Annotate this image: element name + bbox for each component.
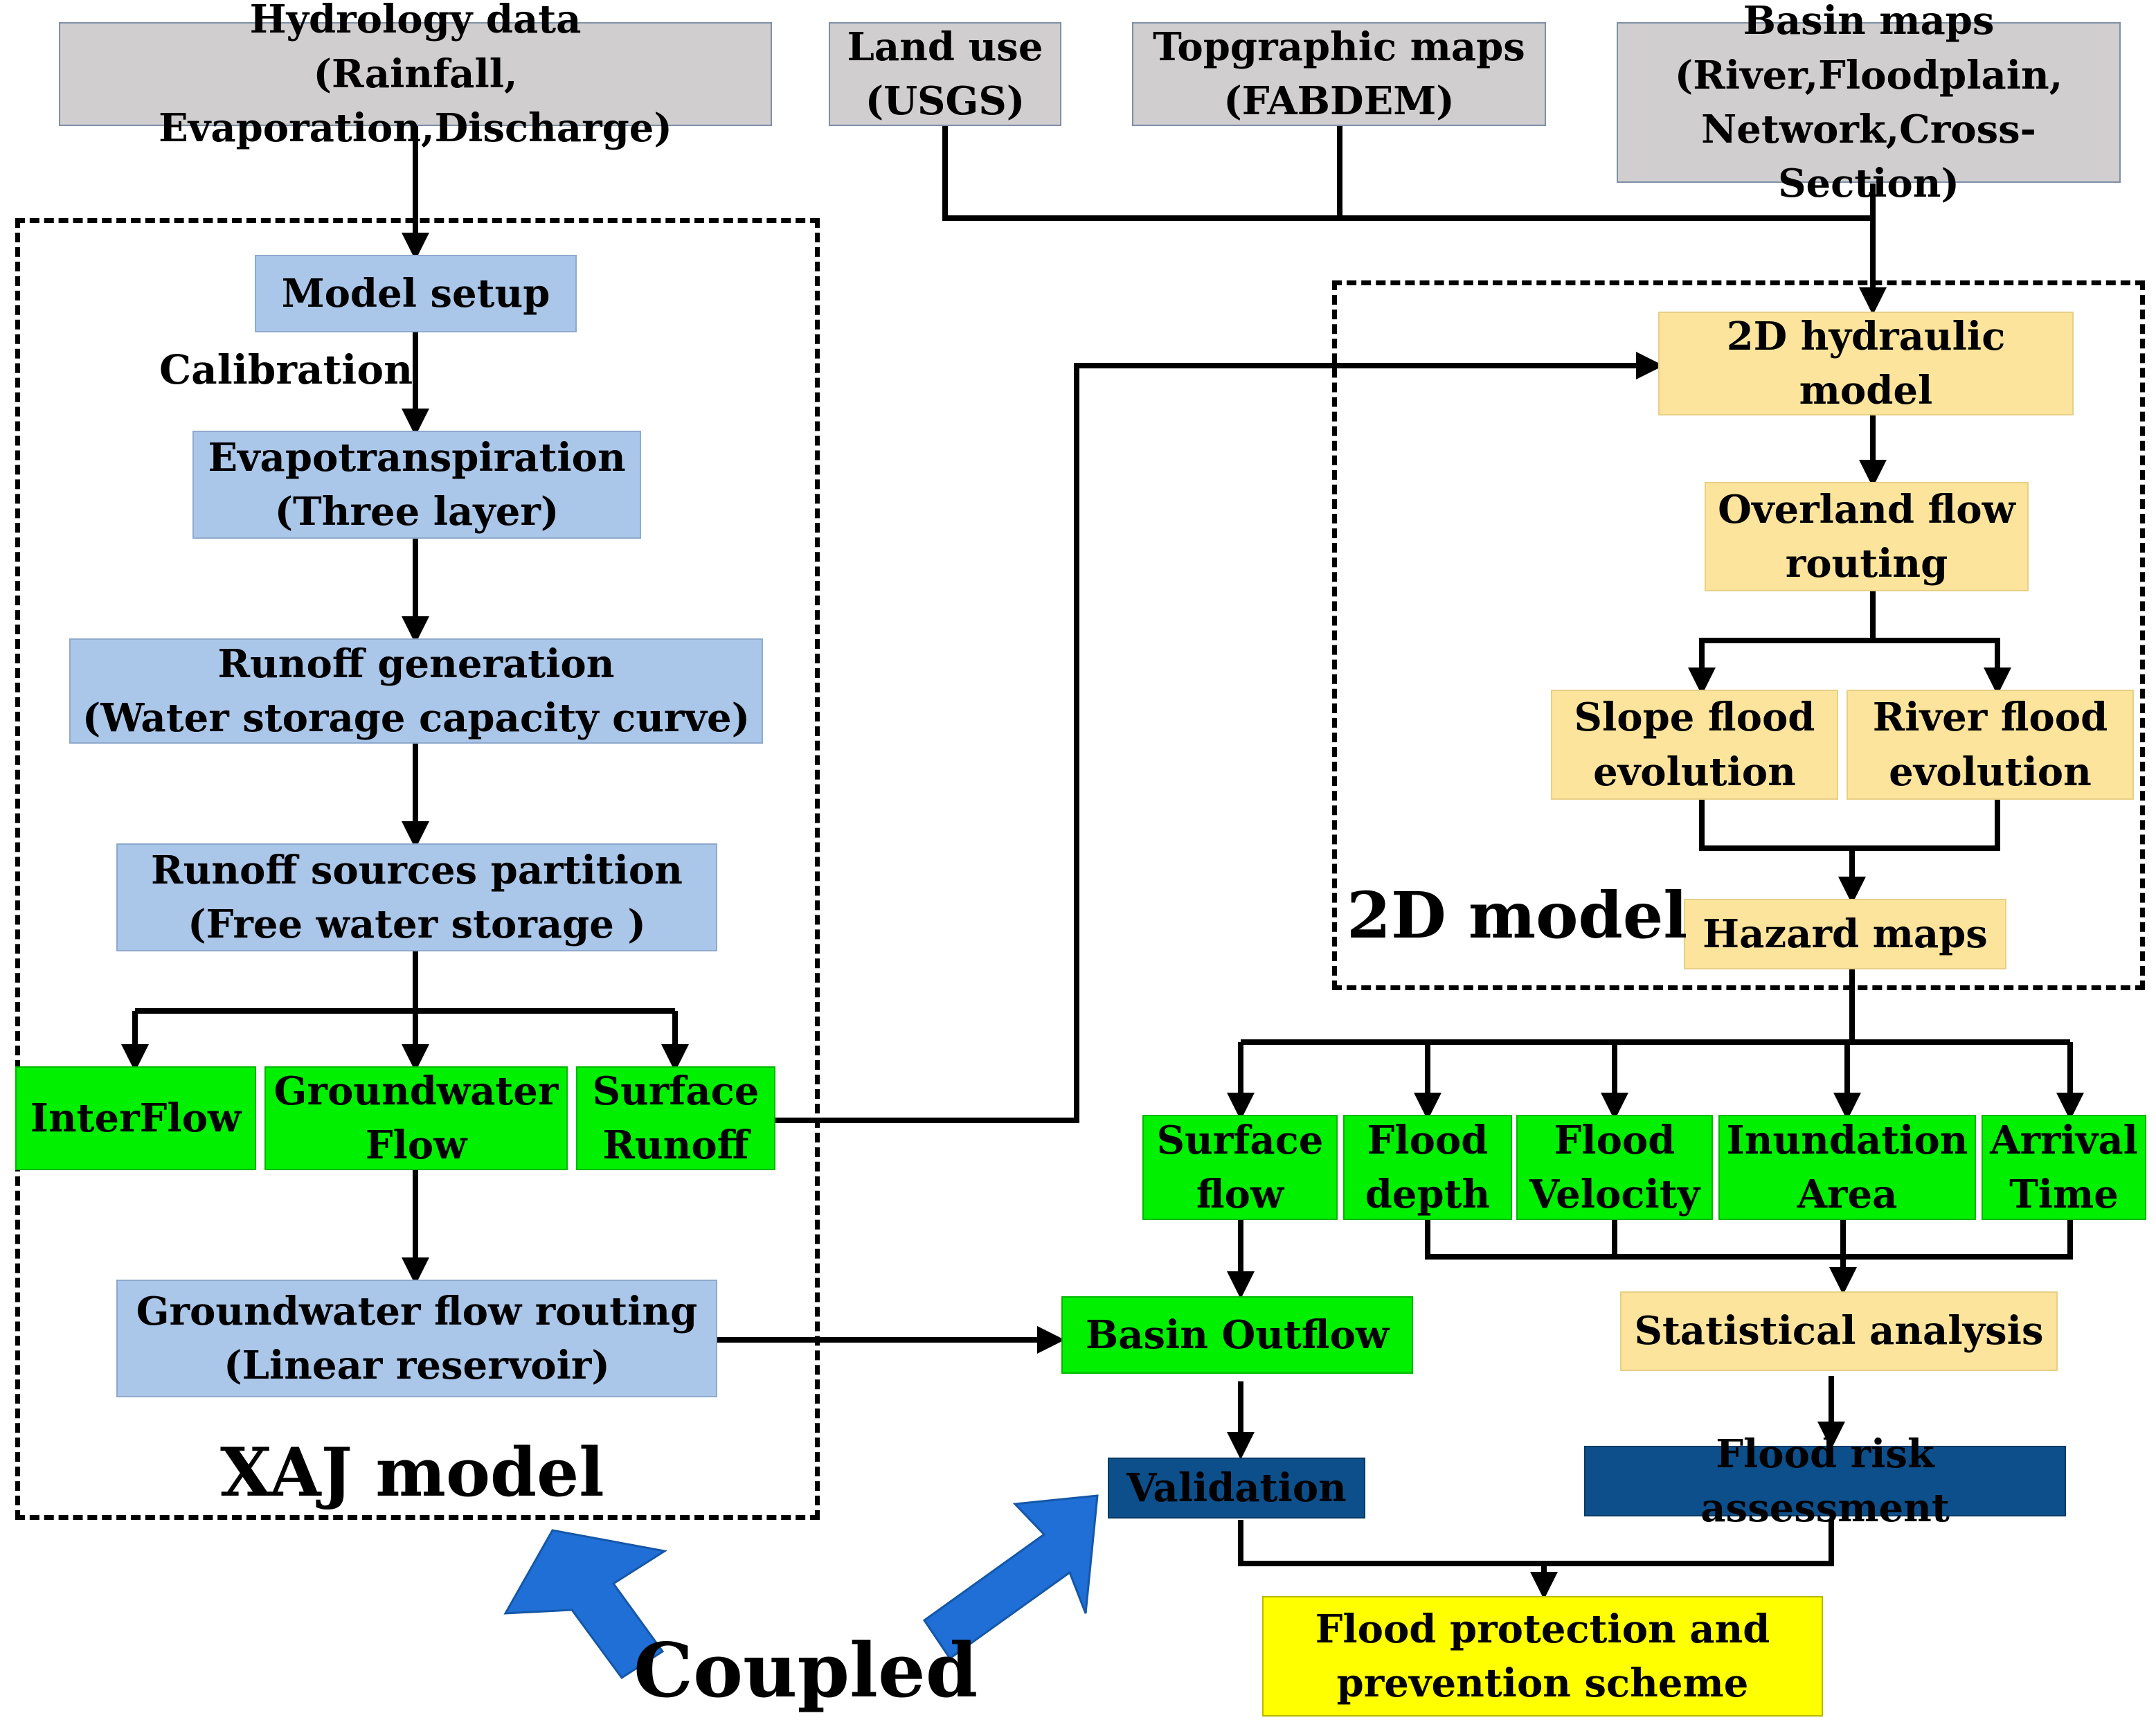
line-slope-river-merge xyxy=(1699,800,2000,851)
flood-risk-assessment-box: Flood risk assessment xyxy=(1584,1431,2066,1531)
calibration-label: Calibration xyxy=(159,346,413,393)
interflow-box: InterFlow xyxy=(15,1066,256,1170)
basin-outflow-box: Basin Outflow xyxy=(1061,1296,1413,1374)
2d-model-title: 2D model xyxy=(1347,878,1688,953)
slope-flood-evolution-box: Slope flood evolution xyxy=(1551,690,1838,800)
line-overland-split xyxy=(1699,591,1876,690)
groundwater-flow-routing-box: Groundwater flow routing (Linear reservo… xyxy=(116,1280,717,1397)
hazard-maps-box: Hazard maps xyxy=(1684,899,2006,969)
runoff-generation-box: Runoff generation (Water storage capacit… xyxy=(69,638,763,744)
coupled-arrow-left xyxy=(503,1529,668,1680)
basin-maps-box: Basin maps (River,Floodplain, Network,Cr… xyxy=(1617,0,2121,206)
coupled-arrow-right xyxy=(922,1494,1099,1660)
inundation-area-box: Inundation Area xyxy=(1718,1115,1976,1220)
validation-box: Validation xyxy=(1108,1458,1365,1519)
surface-runoff-box: Surface Runoff xyxy=(576,1066,775,1170)
groundwater-flow-box: Groundwater Flow xyxy=(264,1066,568,1170)
line-outputs-collect xyxy=(1425,1220,2073,1260)
line-validation-risk-merge xyxy=(1238,1520,1834,1566)
flood-velocity-box: Flood Velocity xyxy=(1516,1115,1713,1220)
xaj-model-title: XAJ model xyxy=(220,1433,604,1512)
2d-hydraulic-model-box: 2D hydraulic model xyxy=(1658,312,2074,415)
surface-flow-box: Surface flow xyxy=(1142,1115,1338,1220)
arrow-overland-to-river xyxy=(1873,638,2011,695)
evapotranspiration-box: Evapotranspiration (Three layer) xyxy=(192,431,641,539)
arrow-surface-to-hydraulic xyxy=(774,352,1664,1123)
topographic-maps-box: Topgraphic maps (FABDEM) xyxy=(1132,22,1546,126)
overland-flow-routing-box: Overland flow routing xyxy=(1705,482,2029,591)
model-setup-box: Model setup xyxy=(255,255,577,332)
flood-protection-scheme-box: Flood protection and prevention scheme xyxy=(1262,1596,1823,1717)
flood-depth-box: Flood depth xyxy=(1343,1115,1512,1220)
line-landuse-bus xyxy=(942,125,1873,221)
river-flood-evolution-box: River flood evolution xyxy=(1847,690,2134,800)
runoff-sources-partition-box: Runoff sources partition (Free water sto… xyxy=(116,843,717,951)
hydrology-data-box: Hydrology data (Rainfall, Evaporation,Di… xyxy=(59,0,772,151)
arrival-time-box: Arrival Time xyxy=(1982,1115,2146,1220)
land-use-box: Land use (USGS) xyxy=(829,22,1061,126)
statistical-analysis-box: Statistical analysis xyxy=(1620,1291,2058,1371)
coupled-label: Coupled xyxy=(634,1627,978,1714)
